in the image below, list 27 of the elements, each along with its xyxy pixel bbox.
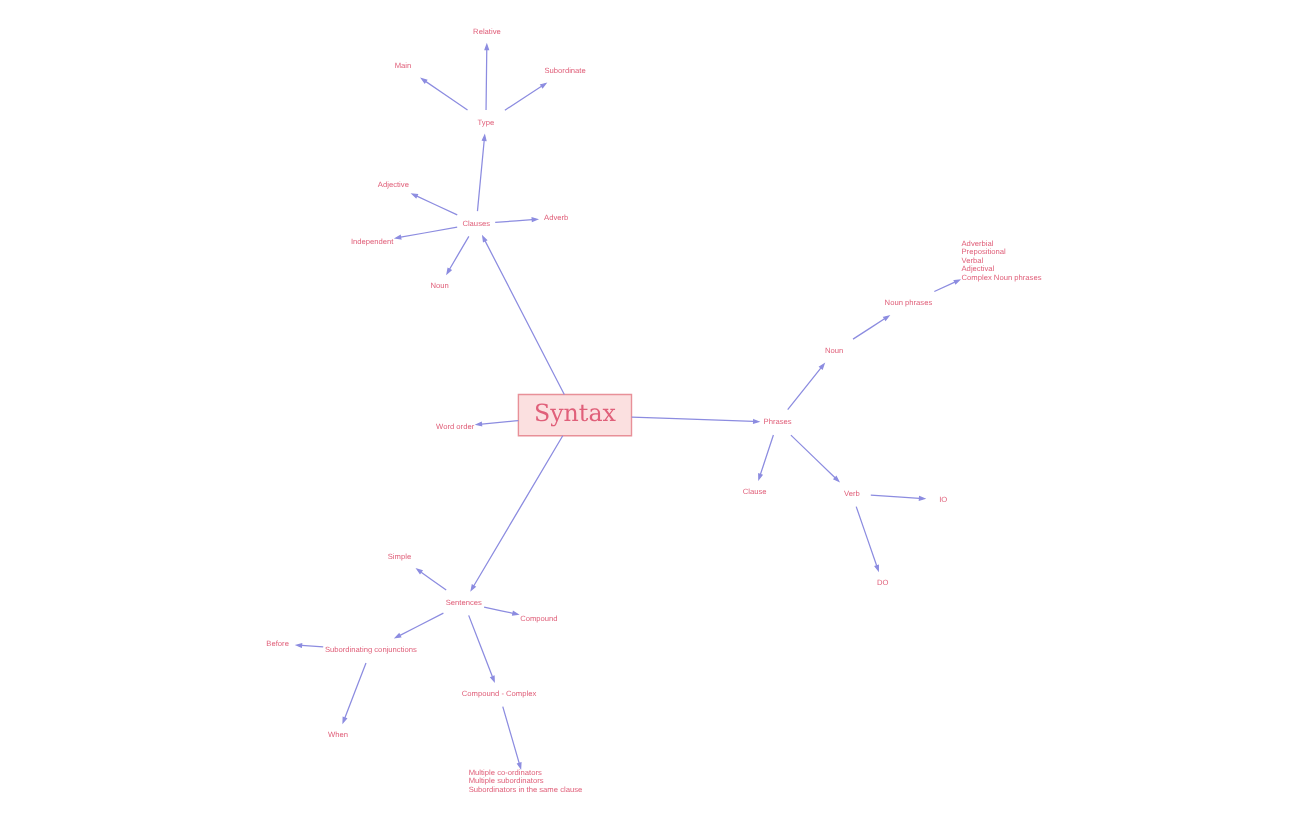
arrow bbox=[294, 642, 324, 649]
arrow bbox=[415, 568, 447, 591]
arrow bbox=[504, 82, 548, 111]
arrow bbox=[410, 193, 458, 216]
arrow bbox=[474, 419, 519, 427]
arrow bbox=[470, 435, 564, 592]
node-box: Syntax bbox=[517, 393, 633, 437]
arrow bbox=[483, 606, 520, 616]
arrow bbox=[420, 77, 469, 111]
arrow bbox=[481, 234, 565, 396]
arrow bbox=[631, 416, 761, 425]
arrow bbox=[502, 706, 522, 770]
arrow bbox=[790, 434, 841, 483]
arrow bbox=[468, 614, 495, 684]
arrow bbox=[484, 42, 490, 111]
arrow bbox=[758, 434, 775, 481]
arrow bbox=[446, 235, 470, 276]
arrow bbox=[393, 612, 445, 639]
arrow bbox=[494, 217, 540, 223]
arrow bbox=[852, 315, 891, 340]
arrow bbox=[933, 279, 962, 293]
arrow bbox=[870, 494, 927, 501]
arrow bbox=[393, 226, 458, 240]
arrow bbox=[855, 506, 879, 573]
arrow bbox=[476, 133, 487, 212]
arrow bbox=[787, 362, 826, 411]
arrow bbox=[342, 662, 367, 725]
